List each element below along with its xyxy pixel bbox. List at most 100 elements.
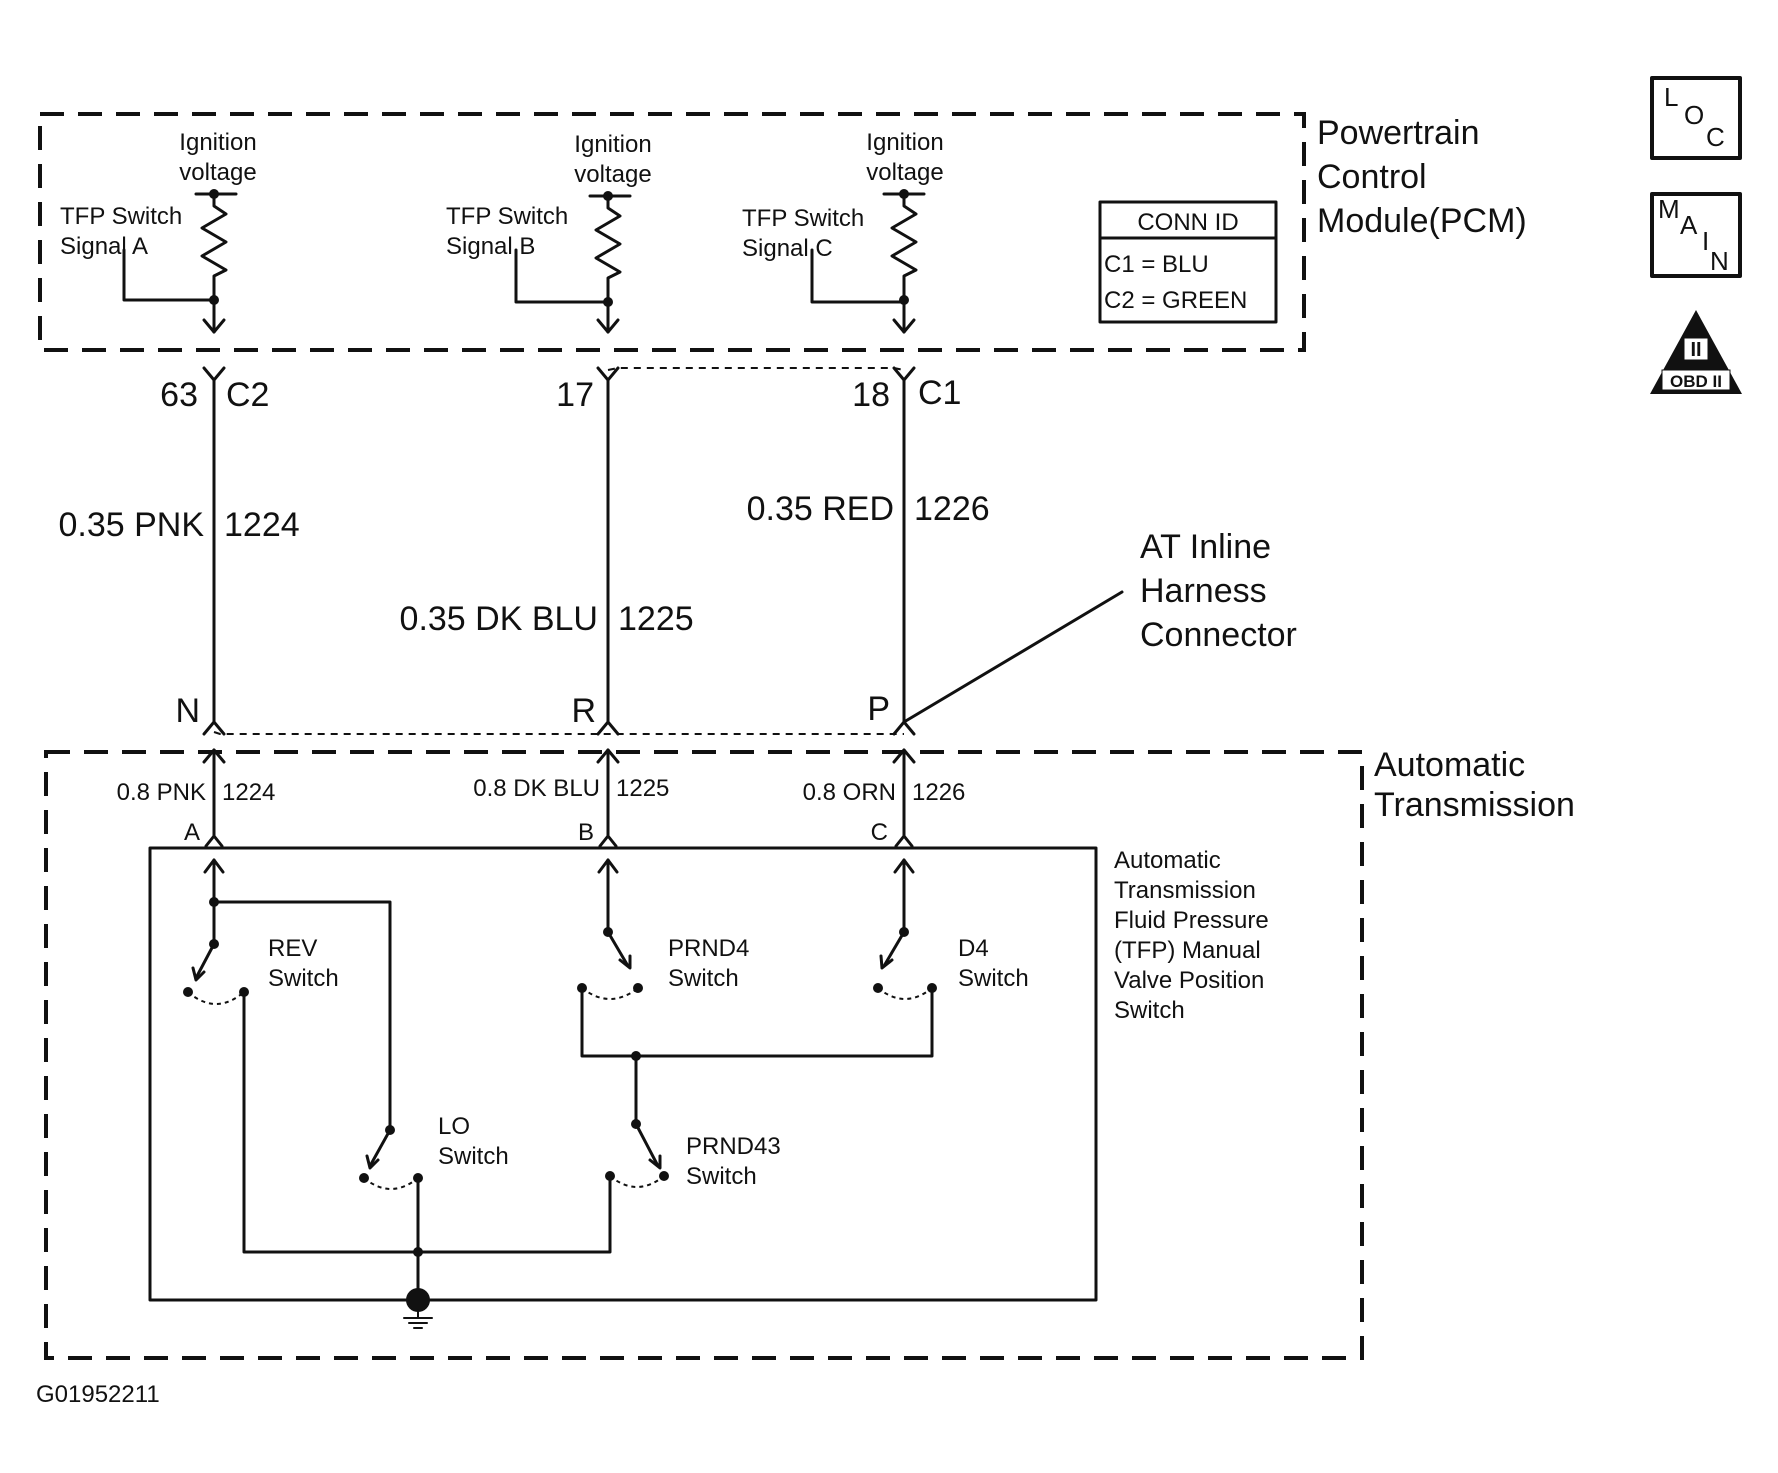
inline-label-r: R bbox=[571, 692, 596, 730]
signal-tap-b bbox=[514, 248, 610, 304]
rev-blade bbox=[194, 942, 216, 980]
obd-mark-box bbox=[1683, 337, 1709, 361]
prnd4-blade-tip bbox=[618, 954, 632, 970]
signal-tap-c bbox=[810, 248, 906, 304]
ignition-label-a-2: voltage bbox=[179, 159, 256, 186]
conn-id-row-1: C1 = BLU bbox=[1104, 251, 1209, 278]
wire-color-b: 0.35 DK BLU bbox=[400, 600, 598, 638]
rev-switch: REV Switch bbox=[183, 897, 339, 1005]
main-letter-1: M bbox=[1658, 194, 1680, 224]
tfp-switch-assembly bbox=[148, 846, 1098, 1302]
inline-pin-p bbox=[892, 720, 916, 736]
pcm-circuit-b: Ignition voltage TFP Switch Signal B bbox=[446, 131, 652, 334]
loc-badge-frame bbox=[1650, 76, 1742, 160]
pcm-title-line-1: Powertrain bbox=[1317, 114, 1480, 152]
rev-blade-tip bbox=[191, 966, 206, 982]
ignition-label-b-2: voltage bbox=[574, 161, 651, 188]
tfp-label-6: Switch bbox=[1114, 997, 1185, 1024]
inline-connector-label-1: AT Inline bbox=[1140, 528, 1271, 566]
prnd4-switch: PRND4 Switch bbox=[577, 927, 749, 1000]
prnd43-blade-tip bbox=[648, 1154, 662, 1170]
main-letter-2: A bbox=[1680, 210, 1698, 240]
rev-label-2: Switch bbox=[268, 965, 339, 992]
pcm-connector-shell bbox=[607, 367, 905, 371]
inline-pin-r bbox=[596, 720, 620, 736]
transmission-title-2: Transmission bbox=[1374, 786, 1575, 824]
prnd43-to-ground-bus bbox=[416, 1174, 612, 1254]
pin-number-a: 63 bbox=[160, 376, 198, 414]
signal-label-c-1: TFP Switch bbox=[742, 205, 864, 232]
loc-letter-3: C bbox=[1706, 122, 1725, 152]
pcm-boundary bbox=[38, 112, 1306, 352]
signal-label-b-2: Signal B bbox=[446, 233, 535, 260]
loc-letter-1: L bbox=[1664, 82, 1678, 112]
inline-connector-leader bbox=[902, 590, 1124, 724]
harness: 63 C2 17 18 C1 0.35 PNK 1224 0.35 DK BLU… bbox=[58, 366, 1297, 736]
tfp-label-5: Valve Position bbox=[1114, 967, 1264, 994]
internal-arrow-c bbox=[893, 858, 915, 874]
trans-circuit-b: 1225 bbox=[616, 775, 669, 802]
inline-connector-label-2: Harness bbox=[1140, 572, 1267, 610]
trans-circuit-a: 1224 bbox=[222, 779, 275, 806]
main-letter-3: I bbox=[1702, 226, 1709, 256]
obd-mark: II bbox=[1690, 339, 1701, 361]
prnd4-d4-bus bbox=[580, 986, 934, 1058]
tfp-switch-label: Automatic Transmission Fluid Pressure (T… bbox=[1114, 847, 1269, 1024]
main-badge: M A I N bbox=[1650, 192, 1742, 278]
circuit-number-c: 1226 bbox=[914, 490, 990, 528]
lo-label-2: Switch bbox=[438, 1143, 509, 1170]
figure-id: G01952211 bbox=[36, 1381, 160, 1408]
trans-wire-color-c: 0.8 ORN bbox=[803, 779, 896, 806]
wire-color-c: 0.35 RED bbox=[747, 490, 894, 528]
d4-blade-tip bbox=[879, 954, 894, 970]
terminal-label-b: B bbox=[578, 819, 594, 846]
tfp-label-1: Automatic bbox=[1114, 847, 1221, 874]
internal-arrow-b bbox=[597, 858, 619, 874]
conn-id-title: CONN ID bbox=[1137, 209, 1238, 236]
output-arrow-c bbox=[892, 318, 916, 334]
obd-ii-icon: II OBD II bbox=[1650, 310, 1742, 394]
pin-connector-c bbox=[892, 366, 916, 382]
pcm-module: Powertrain Control Module(PCM) Ignition … bbox=[38, 112, 1527, 352]
d4-switch: D4 Switch bbox=[873, 927, 1029, 1000]
lo-blade-tip bbox=[365, 1154, 380, 1170]
inline-label-p: P bbox=[867, 690, 890, 728]
inline-pin-n bbox=[202, 720, 226, 736]
prnd4-label-2: Switch bbox=[668, 965, 739, 992]
main-badge-frame bbox=[1650, 192, 1742, 278]
pin-connector-a bbox=[202, 366, 226, 382]
conn-label-a: C2 bbox=[226, 376, 269, 414]
circuit-number-a: 1224 bbox=[224, 506, 300, 544]
signal-tap-a bbox=[122, 248, 216, 302]
conn-id-border bbox=[1098, 200, 1278, 324]
pcm-circuit-c: Ignition voltage TFP Switch Signal C bbox=[742, 129, 944, 334]
terminal-c bbox=[894, 834, 914, 848]
loc-letter-2: O bbox=[1684, 100, 1704, 130]
terminal-label-a: A bbox=[184, 819, 200, 846]
rev-label-1: REV bbox=[268, 935, 317, 962]
d4-label-1: D4 bbox=[958, 935, 989, 962]
signal-label-c-2: Signal C bbox=[742, 235, 833, 262]
d4-label-2: Switch bbox=[958, 965, 1029, 992]
signal-label-a-2: Signal A bbox=[60, 233, 148, 260]
ignition-label-a-1: Ignition bbox=[179, 129, 256, 156]
prnd4-label-1: PRND4 bbox=[668, 935, 749, 962]
signal-label-a-1: TFP Switch bbox=[60, 203, 182, 230]
transmission-title-1: Automatic bbox=[1374, 746, 1525, 784]
terminal-b bbox=[598, 834, 618, 848]
transmission-boundary bbox=[44, 750, 1364, 1360]
trans-wire-color-b: 0.8 DK BLU bbox=[473, 775, 600, 802]
ground-node bbox=[406, 1288, 430, 1312]
pin-number-c: 18 bbox=[852, 376, 890, 414]
wire-color-a: 0.35 PNK bbox=[58, 506, 204, 544]
inline-connector-label-3: Connector bbox=[1140, 616, 1297, 654]
circuit-number-b: 1225 bbox=[618, 600, 694, 638]
prnd43-switch: PRND43 Switch bbox=[605, 1119, 781, 1190]
prnd4-throw-arc bbox=[581, 987, 639, 1000]
prnd43-throw-arc bbox=[609, 1175, 665, 1188]
conn-label-c: C1 bbox=[918, 374, 961, 412]
tfp-label-4: (TFP) Manual bbox=[1114, 937, 1261, 964]
automatic-transmission: Automatic Transmission 0.8 PNK 1224 0.8 … bbox=[44, 746, 1575, 1360]
output-arrow-b bbox=[596, 318, 620, 334]
